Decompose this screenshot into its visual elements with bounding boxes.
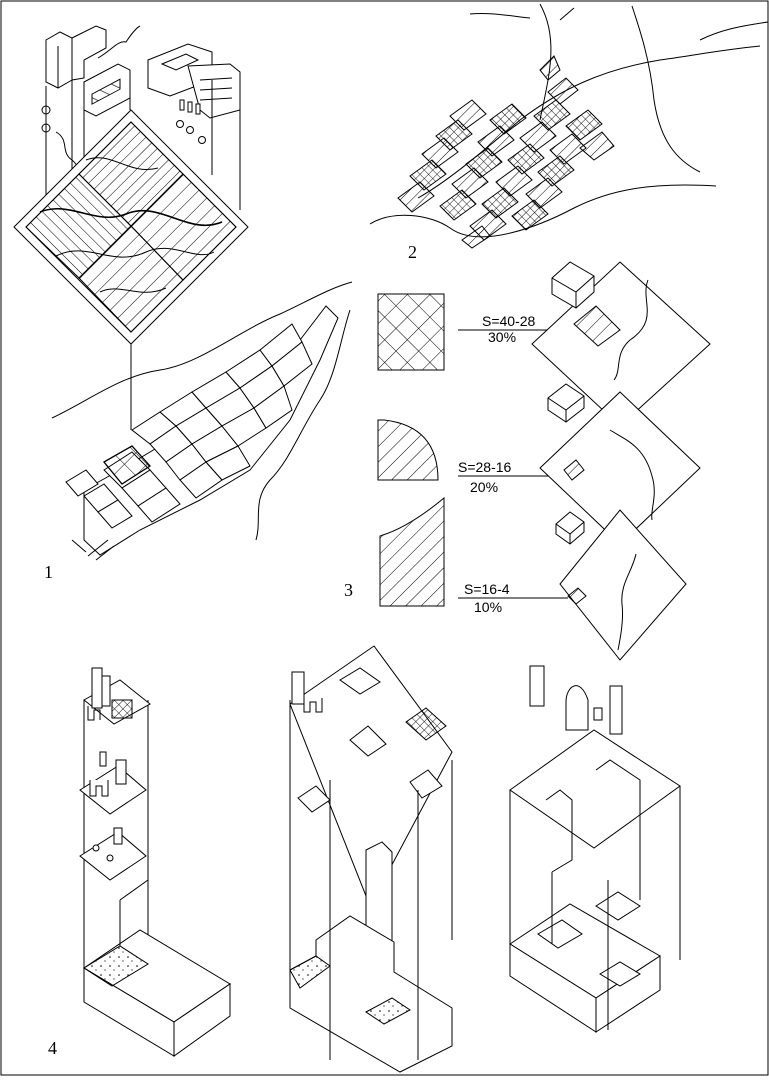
- figure-2-number: 2: [408, 242, 417, 262]
- figure-2-grid-plan: 2: [369, 3, 769, 262]
- figure-3-number: 3: [344, 580, 353, 600]
- fig4-left-tower: [79, 667, 231, 1057]
- fig1-selected-block: [103, 445, 151, 485]
- fig3-sample-2: [377, 419, 439, 481]
- fig4-middle-tower: [289, 645, 453, 1073]
- density-percent-2: 20%: [470, 479, 498, 495]
- density-range-1: S=40-28: [482, 313, 536, 329]
- density-range-3: S=16-4: [464, 581, 510, 597]
- fig1-building-striped: [83, 63, 131, 117]
- fig1-projection-lines: [45, 80, 241, 430]
- fig3-sample-1: [377, 293, 445, 371]
- fig1-building-tall: [45, 25, 107, 89]
- figure-1-site-analysis: 1: [13, 25, 353, 582]
- figure-4-layered-diagrams: 4: [48, 645, 681, 1073]
- fig1-city-map: [51, 281, 353, 561]
- fig3-row-2: S=28-16 20%: [458, 459, 562, 495]
- density-range-2: S=28-16: [458, 459, 512, 475]
- fig3-row-3: S=16-4 10%: [458, 581, 568, 615]
- density-percent-1: 30%: [488, 329, 516, 345]
- fig2-block-grid: [397, 55, 615, 249]
- fig4-right-tower: [509, 665, 681, 1033]
- fig3-row-1: S=40-28 30%: [458, 313, 574, 345]
- figure-3-density-diagram: S=40-28 30% S=28-16 20% S=16-4 10%: [344, 261, 711, 661]
- fig1-site-diamond: [13, 109, 249, 345]
- figure-4-number: 4: [48, 1038, 57, 1058]
- fig1-river-top: [97, 25, 141, 59]
- fig3-diamond-stack: [531, 261, 711, 661]
- density-percent-3: 10%: [474, 599, 502, 615]
- fig1-building-courtyard: [147, 43, 241, 119]
- fig3-sample-3: [379, 496, 445, 607]
- figure-1-number: 1: [44, 562, 53, 582]
